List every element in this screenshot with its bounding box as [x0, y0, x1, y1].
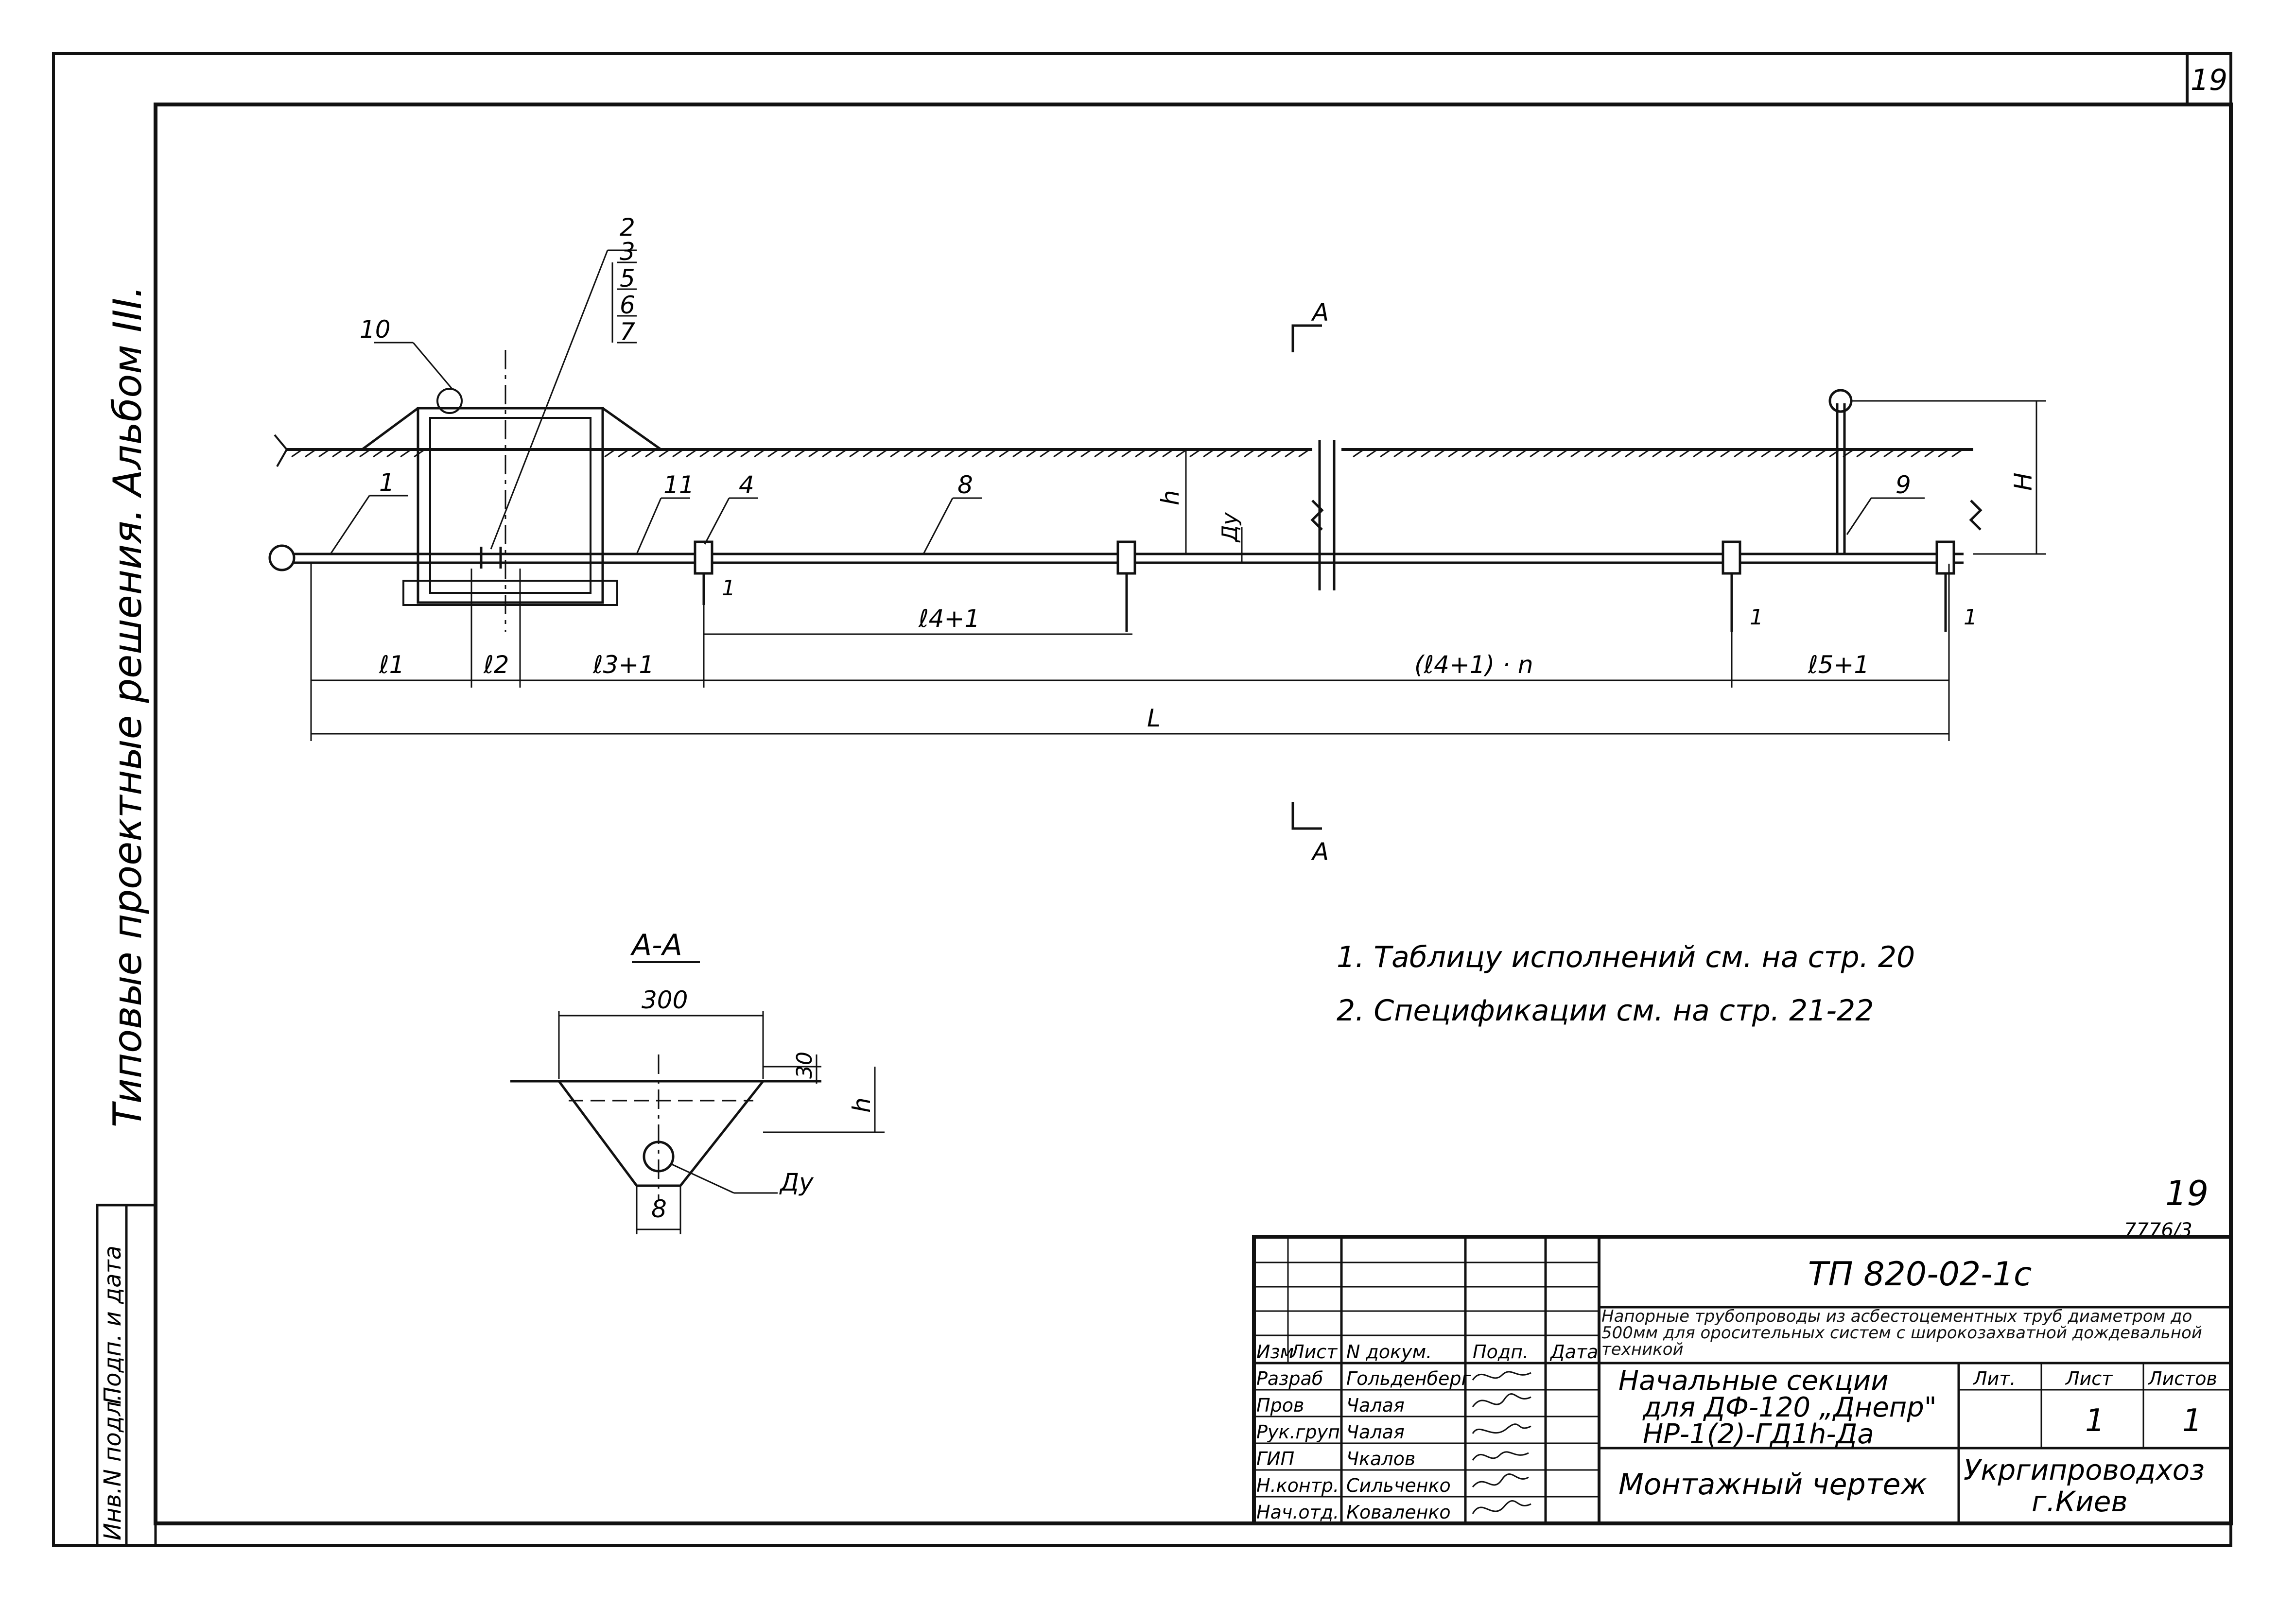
organization: Укргипроводхоз	[1964, 1453, 2205, 1486]
sheets-value: 1	[2182, 1403, 2202, 1439]
label-h: h	[1156, 490, 1184, 505]
supports	[694, 540, 1955, 632]
ground-line	[274, 434, 1973, 467]
dim-L: L	[1147, 704, 1161, 732]
staff-role-1: Пров	[1256, 1395, 1304, 1416]
drawing-type: Монтажный чертеж	[1618, 1468, 1927, 1502]
dim-l4n: (ℓ4+1) · n	[1414, 651, 1533, 679]
tb-header-sign: Подп.	[1473, 1341, 1529, 1363]
tb-header-date: Дата	[1549, 1341, 1598, 1363]
callout-4: 4	[739, 471, 754, 499]
note-1: 1. Таблицу исполнений см. на стр. 20	[1337, 940, 1915, 974]
section-title: A-A	[630, 928, 682, 962]
sheet-title-line-1: Начальные секции	[1618, 1365, 1889, 1397]
tb-header-list: Лист	[1289, 1341, 1338, 1363]
city: г.Киев	[2032, 1485, 2128, 1518]
sheets-label: Листов	[2147, 1368, 2217, 1389]
dim-1-a: 1	[722, 576, 735, 601]
album-side-title: Типовые проектные решения. Альбом III.	[105, 286, 150, 1127]
staff-role-4: Н.контр.	[1256, 1475, 1339, 1496]
section-marks	[1291, 324, 1322, 830]
section-aa	[510, 961, 885, 1234]
callout-3: 3	[620, 238, 635, 266]
hydrant-riser	[1828, 389, 2046, 555]
callout-7: 7	[620, 318, 635, 346]
staff-role-5: Нач.отд.	[1256, 1502, 1339, 1523]
doc-code: ТП 820-02-1с	[1808, 1255, 2032, 1294]
stamp-mark: 19	[2165, 1174, 2209, 1213]
well-chamber	[361, 350, 662, 632]
break-marks	[1310, 440, 1983, 590]
dim-l5: ℓ5+1	[1808, 651, 1869, 679]
depth-dimension-lines	[1185, 449, 1243, 564]
strip-sign-label: Подп. и дата	[99, 1245, 126, 1404]
callout-11: 11	[663, 471, 695, 499]
ground-hatching	[291, 449, 1963, 458]
left-strip	[96, 1204, 157, 1547]
staff-name-4: Сильченко	[1346, 1475, 1451, 1496]
staff-name-5: Коваленко	[1346, 1502, 1451, 1523]
callout-2: 2	[620, 213, 635, 242]
tb-header-doc: N докум.	[1346, 1341, 1432, 1363]
sheet-label: Лист	[2065, 1368, 2113, 1389]
dim-1-c: 1	[1964, 605, 1977, 630]
section-depth: h	[848, 1097, 876, 1113]
tb-header-izm: Изм	[1256, 1341, 1294, 1363]
dim-l2: ℓ2	[483, 651, 509, 679]
staff-name-0: Гольденберг	[1346, 1368, 1472, 1389]
callout-8: 8	[957, 471, 973, 499]
callout-leaders	[330, 249, 1925, 554]
callout-6: 6	[620, 291, 635, 319]
sheet-value: 1	[2085, 1403, 2105, 1439]
strip-inv-label: Инв.N подл.	[99, 1394, 126, 1540]
section-width: 300	[642, 986, 688, 1014]
callout-9: 9	[1896, 471, 1911, 499]
lit-label: Лит.	[1972, 1368, 2016, 1389]
section-mark-top: A	[1311, 298, 1329, 327]
sheet-title-line-2: для ДФ-120 „Днепр"	[1642, 1392, 1937, 1423]
dim-l3: ℓ3+1	[592, 651, 654, 679]
note-2: 2. Спецификации см. на стр. 21-22	[1337, 994, 1874, 1028]
project-name: Напорные трубопроводы из асбестоцементны…	[1601, 1308, 2202, 1359]
staff-role-0: Разраб	[1256, 1368, 1323, 1389]
staff-name-2: Чалая	[1346, 1421, 1405, 1443]
section-mark-bottom: A	[1311, 838, 1329, 866]
callout-5: 5	[620, 264, 635, 293]
dimension-lines	[310, 564, 1950, 741]
staff-name-3: Чкалов	[1346, 1448, 1415, 1469]
callout-1: 1	[379, 468, 395, 497]
staff-name-1: Чалая	[1346, 1395, 1405, 1416]
staff-role-3: ГИП	[1256, 1448, 1294, 1469]
staff-role-2: Рук.груп	[1256, 1421, 1340, 1443]
label-du: Ду	[1218, 512, 1242, 543]
dim-1-b: 1	[1750, 605, 1763, 630]
section-pipe: Ду	[779, 1168, 814, 1196]
dim-l1: ℓ1	[379, 651, 404, 679]
signatures	[1472, 1371, 1531, 1514]
dim-l4: ℓ4+1	[918, 605, 980, 633]
sheet-frame	[52, 52, 2233, 1547]
page-number: 19	[2191, 63, 2227, 97]
sheet-title-line-3: НР-1(2)-ГД1h-Да	[1643, 1418, 1874, 1450]
callout-10: 10	[360, 315, 391, 344]
section-bottom: 8	[651, 1195, 667, 1223]
title-block-grid	[1252, 1235, 2233, 1525]
label-H: H	[2009, 472, 2037, 491]
section-depth-top: 30	[792, 1052, 817, 1079]
